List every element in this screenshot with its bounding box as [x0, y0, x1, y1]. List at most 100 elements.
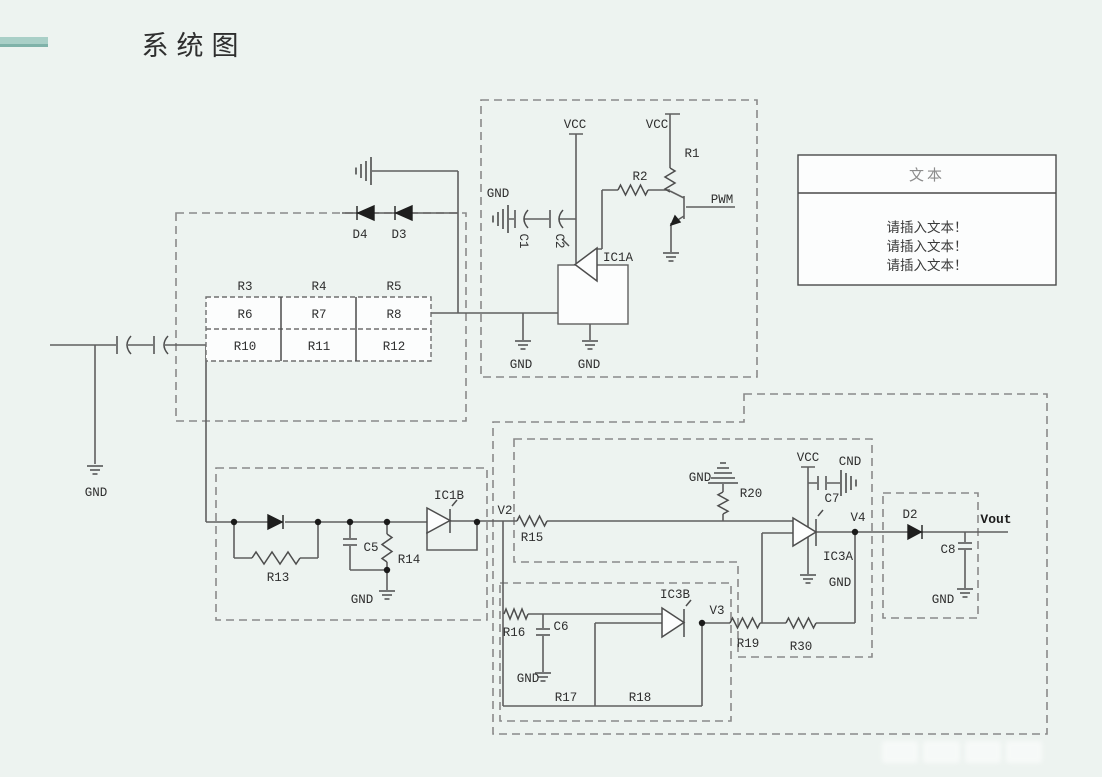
block-input-stage	[215, 467, 488, 621]
label-r17: R17	[555, 691, 578, 705]
gnd-symbol-c8	[957, 588, 973, 598]
diode-d4	[356, 204, 375, 222]
ground-symbols	[87, 157, 973, 682]
text-panel-line: 请插入文本！	[887, 239, 968, 255]
label-r19: R19	[737, 637, 760, 651]
text-panel-line: 请插入文本！	[887, 258, 968, 274]
gnd-symbol-ic3a	[800, 574, 816, 584]
label-r16: R16	[503, 626, 526, 640]
grid-cell-label: R12	[383, 340, 406, 354]
label-c1: C1	[516, 233, 530, 248]
grid-col-dividers	[280, 297, 357, 361]
label-d4: D4	[352, 228, 367, 242]
ic1a-tick	[561, 238, 570, 247]
diode-d2	[907, 523, 923, 541]
resistor-r16	[503, 606, 529, 622]
gnd-symbol-r14	[379, 590, 395, 600]
transistor-emitter-arrow	[669, 214, 682, 227]
label-c5: C5	[363, 541, 378, 555]
labels: R3 R4 R5 R6 R7 R8 R10 R11 R12 D4 D3 GND …	[85, 118, 1012, 705]
label-pwm: PWM	[711, 193, 734, 207]
accent-bar	[0, 37, 48, 44]
label-d3: D3	[391, 228, 406, 242]
gnd-symbol-ic1a	[582, 340, 598, 350]
label-d2: D2	[902, 508, 917, 522]
gnd-symbol-wire	[515, 340, 531, 350]
block-ic3b	[499, 582, 732, 722]
label-r20: R20	[740, 487, 763, 501]
ic3b-opamp	[661, 606, 686, 639]
label-r15: R15	[521, 531, 544, 545]
label-cnd: CND	[839, 455, 862, 469]
text-panel-line: 请插入文本！	[887, 220, 968, 236]
label-gnd-r14: GND	[351, 593, 374, 607]
earth-symbol-cnd	[840, 470, 857, 496]
label-ic3a: IC3A	[823, 550, 854, 564]
diode-d3	[394, 204, 413, 222]
resistor-r20	[716, 491, 730, 515]
label-gnd-main: GND	[85, 486, 108, 500]
label-r2: R2	[632, 170, 647, 184]
resistor-r15	[516, 514, 548, 528]
ic1b-bar	[449, 499, 458, 533]
capacitor-c8	[958, 542, 972, 550]
diode-input	[267, 513, 284, 531]
grid-cell-label: R11	[308, 340, 331, 354]
text-panel-header: 文本	[909, 166, 945, 184]
grid-col-label: R3	[237, 280, 252, 294]
resistor-r13	[251, 550, 301, 566]
gnd-symbol-transistor	[663, 252, 679, 262]
label-gnd-ic3a: GND	[829, 576, 852, 590]
accent-bar-underline	[0, 44, 48, 47]
label-c2: C2	[552, 233, 566, 248]
label-gnd-c1: GND	[487, 187, 510, 201]
capacitor-c6	[536, 628, 550, 636]
block-pwm-driver	[480, 99, 758, 378]
text-panel-box	[797, 154, 1057, 286]
watermark	[882, 741, 1042, 763]
grid-col-label: R4	[311, 280, 326, 294]
label-c7: C7	[824, 492, 839, 506]
ic3a-bar	[815, 509, 824, 546]
label-vcc-ic1a: VCC	[564, 118, 587, 132]
text-panel: 文本 请插入文本！ 请插入文本！ 请插入文本！	[797, 154, 1057, 286]
resistor-r30	[785, 616, 817, 630]
label-v2: V2	[497, 504, 512, 518]
capacitor-c7	[817, 476, 827, 490]
diodes	[267, 204, 923, 541]
label-r1: R1	[684, 147, 699, 161]
capacitor-input-a	[116, 335, 132, 355]
label-vout: Vout	[980, 512, 1011, 527]
block-amplifier-inner	[513, 438, 873, 658]
resistor-grid	[205, 296, 432, 362]
label-ic1b: IC1B	[434, 489, 465, 503]
resistors	[251, 167, 817, 630]
grid-cell-label: R6	[237, 308, 252, 322]
grid-cell-label: R10	[234, 340, 257, 354]
earth-symbol-r20	[708, 462, 738, 484]
block-rectifier	[882, 492, 979, 619]
capacitor-c5	[343, 538, 357, 546]
grid-col-label: R5	[386, 280, 401, 294]
capacitor-c2	[549, 209, 564, 229]
resistor-r19	[729, 616, 761, 630]
ic1a-opamp	[573, 246, 598, 283]
resistor-r14	[380, 533, 394, 563]
label-gnd-c8: GND	[932, 593, 955, 607]
label-gnd-ic1a: GND	[578, 358, 601, 372]
capacitor-input-b	[153, 335, 169, 355]
gnd-symbol-c6	[535, 672, 551, 682]
earth-symbol-top	[355, 157, 372, 185]
ic3a-opamp	[792, 516, 818, 548]
label-gnd-c6: GND	[517, 672, 540, 686]
label-ic1a: IC1A	[603, 251, 634, 265]
resistor-r2	[617, 183, 649, 197]
capacitor-c1	[514, 209, 529, 229]
label-r30: R30	[790, 640, 813, 654]
gnd-symbol-main	[87, 465, 103, 475]
block-output-stage-outer	[492, 393, 1048, 735]
grid-cell-label: R8	[386, 308, 401, 322]
label-r18: R18	[629, 691, 652, 705]
